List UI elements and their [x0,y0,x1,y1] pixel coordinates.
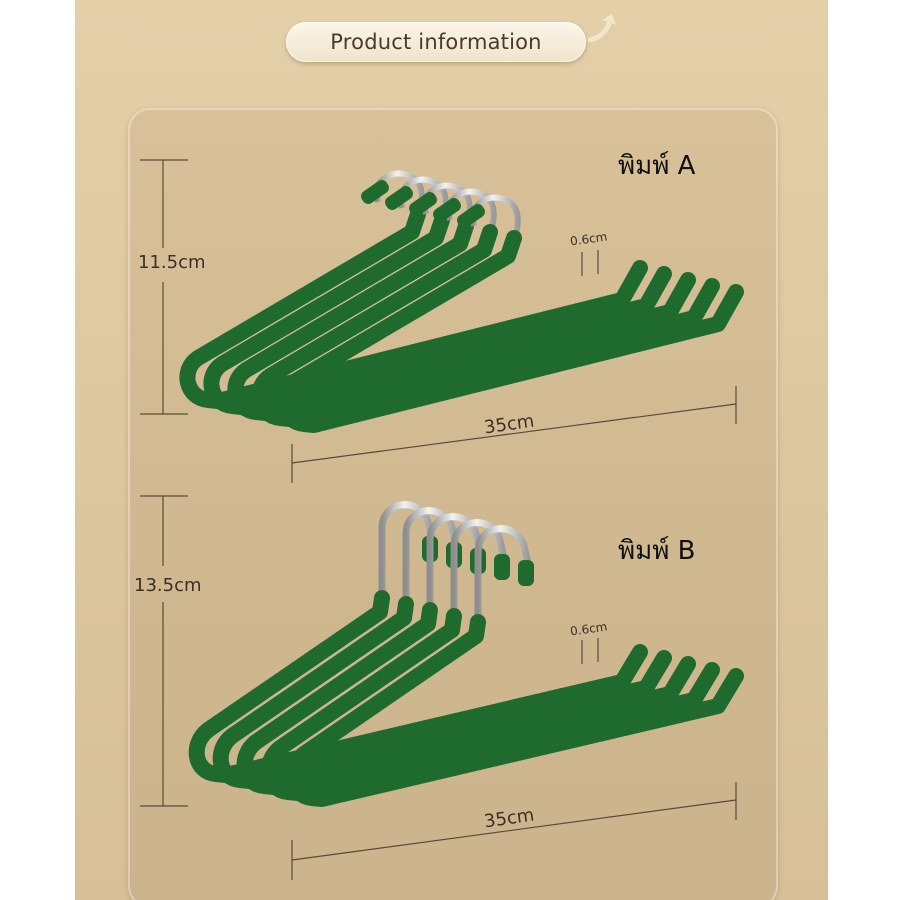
hanger-set-a [140,159,744,483]
variant-b-label: พิมพ์ B [618,536,696,566]
title-pill: Product information [286,22,586,62]
length-dimension-b [291,638,737,880]
height-dimension-b [140,495,188,807]
hanger-b-5 [284,525,744,807]
height-dimension-a [140,159,188,415]
length-dimension-a [291,250,737,483]
variant-a-label: พิมพ์ A [618,151,696,181]
hanger-a-5 [275,194,744,433]
arrow-icon [587,14,616,43]
page-title: Product information [330,30,542,54]
height-label-b: 13.5cm [134,575,202,596]
hanger-set-b [140,495,744,880]
height-label-a: 11.5cm [138,252,206,273]
